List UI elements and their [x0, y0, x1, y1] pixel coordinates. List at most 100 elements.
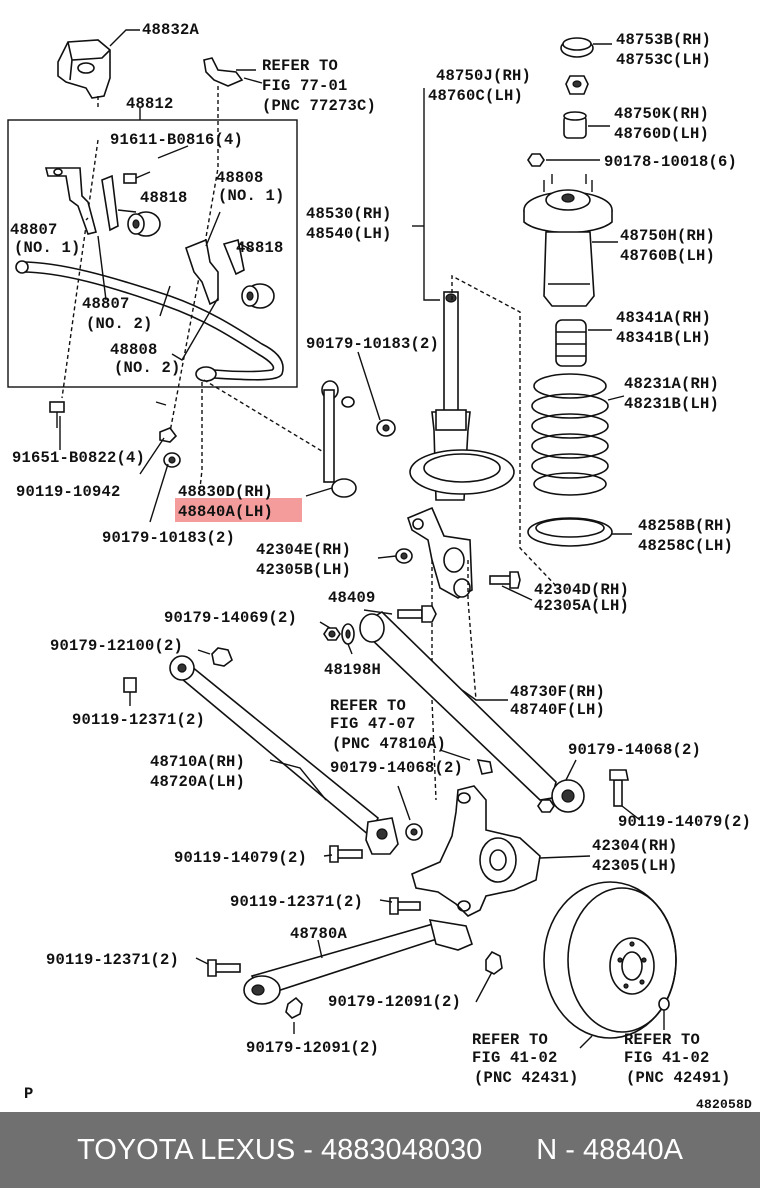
footer-ref: N - 48840A	[536, 1133, 683, 1166]
label-48832A: 48832A	[142, 21, 200, 39]
label-refer-47-line1: REFER TO	[330, 697, 406, 715]
label-48807-no1: 48807	[10, 221, 58, 239]
callout-labels: 48832A 48812 REFER TO FIG 77-01 (PNC 772…	[10, 21, 752, 1112]
label-48258B: 48258B(RH)	[638, 517, 733, 535]
strut-bolts	[319, 548, 533, 655]
stabilizer-group	[7, 29, 298, 523]
label-90119-14079-b: 90119-14079(2)	[618, 813, 751, 831]
label-48818-left: 48818	[140, 189, 188, 207]
label-42305A: 42305A(LH)	[534, 597, 629, 615]
label-90179-10183-upper: 90179-10183(2)	[306, 335, 439, 353]
label-48812: 48812	[126, 95, 174, 113]
label-48409: 48409	[328, 589, 376, 607]
bump-stop-48341A	[555, 319, 612, 367]
label-48760C: 48760C(LH)	[428, 87, 523, 105]
label-diagram-code: 482058D	[696, 1097, 752, 1112]
label-refer-41a-line3: (PNC 42431)	[474, 1069, 579, 1087]
label-90179-14069: 90179-14069(2)	[164, 609, 297, 627]
label-48730F: 48730F(RH)	[510, 683, 605, 701]
stabilizer-link-shape	[203, 351, 396, 498]
label-48198H: 48198H	[324, 661, 381, 679]
label-48818-right: 48818	[236, 239, 284, 257]
label-90119-12371-c: 90119-12371(2)	[46, 951, 179, 969]
label-48808-no2-sub: (NO. 2)	[114, 359, 181, 377]
label-48808-no1: 48808	[216, 169, 264, 187]
label-48258C: 48258C(LH)	[638, 537, 733, 555]
label-90178: 90178-10018(6)	[604, 153, 737, 171]
knuckle-42304	[411, 749, 591, 917]
label-48750K: 48750K(RH)	[614, 105, 709, 123]
label-48760B: 48760B(LH)	[620, 247, 715, 265]
label-90179-12091-a: 90179-12091(2)	[328, 993, 461, 1011]
label-91651: 91651-B0822(4)	[12, 449, 145, 467]
label-refer-41b-line3: (PNC 42491)	[626, 1069, 731, 1087]
label-42304D: 42304D(RH)	[534, 581, 629, 599]
label-90179-14068-a: 90179-14068(2)	[330, 759, 463, 777]
bracket-48832A-shape	[57, 29, 140, 99]
coil-spring-48231A	[531, 373, 625, 496]
label-48760D: 48760D(LH)	[614, 125, 709, 143]
label-refer-41a-line1: REFER TO	[472, 1031, 548, 1049]
label-48808-no2: 48808	[110, 341, 158, 359]
highlight-48840A	[175, 498, 302, 522]
label-48830D: 48830D(RH)	[178, 483, 273, 501]
label-48750J: 48750J(RH)	[436, 67, 531, 85]
bracket-refer77-shape	[203, 57, 256, 87]
label-90119-12371-b: 90119-12371(2)	[230, 893, 363, 911]
bushing-48818-left	[127, 211, 161, 237]
label-refer-47-line3: (PNC 47810A)	[332, 735, 446, 753]
parts-diagram: 48832A 48812 REFER TO FIG 77-01 (PNC 772…	[7, 21, 752, 1112]
label-48807-no2: 48807	[82, 295, 130, 313]
label-90119-10942: 90119-10942	[16, 483, 121, 501]
label-48750H: 48750H(RH)	[620, 227, 715, 245]
strut-assembly-shape	[407, 88, 561, 801]
label-p: P	[24, 1085, 34, 1103]
label-refer-77-line1: REFER TO	[262, 57, 338, 75]
label-90119-14079-a: 90119-14079(2)	[174, 849, 307, 867]
label-refer-77-line3: (PNC 77273C)	[262, 97, 376, 115]
label-48807-no1-sub: (NO. 1)	[14, 239, 81, 257]
label-90179-14068-b: 90179-14068(2)	[568, 741, 701, 759]
upper-mount-parts	[523, 37, 632, 547]
label-48231B: 48231B(LH)	[624, 395, 719, 413]
label-48710A: 48710A(RH)	[150, 753, 245, 771]
label-42305: 42305(LH)	[592, 857, 678, 875]
label-48807-no2-sub: (NO. 2)	[86, 315, 153, 333]
brake-disc	[543, 881, 677, 1049]
footer-part-number: TOYOTA LEXUS - 4883048030	[77, 1133, 483, 1166]
strut-mount-48750H	[523, 174, 618, 307]
label-refer-47-line2: FIG 47-07	[330, 715, 416, 733]
label-48753B: 48753B(RH)	[616, 31, 711, 49]
nut-90179-10183-upper	[376, 419, 396, 437]
label-48540: 48540(LH)	[306, 225, 392, 243]
label-refer-41b-line1: REFER TO	[624, 1031, 700, 1049]
bushing-48818-right	[241, 283, 275, 309]
lateral-arm-48730F	[359, 610, 641, 821]
bolt-91651	[49, 401, 65, 428]
label-refer-41b-line2: FIG 41-02	[624, 1049, 710, 1067]
bolt-91611	[123, 171, 151, 184]
label-90179-12100: 90179-12100(2)	[50, 637, 183, 655]
lower-arm-48710A	[123, 647, 423, 863]
stabilizer-bar-shape	[21, 261, 284, 381]
label-90179-12091-b: 90179-12091(2)	[246, 1039, 379, 1057]
label-48840A: 48840A(LH)	[178, 503, 273, 521]
label-90119-12371-a: 90119-12371(2)	[72, 711, 205, 729]
label-48341B: 48341B(LH)	[616, 329, 711, 347]
footer-bar: TOYOTA LEXUS - 4883048030 N - 48840A	[0, 1112, 760, 1188]
label-48341A: 48341A(RH)	[616, 309, 711, 327]
spring-seat-48258B	[527, 517, 632, 547]
label-48780A: 48780A	[290, 925, 348, 943]
label-refer-41a-line2: FIG 41-02	[472, 1049, 558, 1067]
rear-arm-48780A	[195, 897, 503, 1034]
label-48740F: 48740F(LH)	[510, 701, 605, 719]
label-91611: 91611-B0816(4)	[110, 131, 243, 149]
label-48530: 48530(RH)	[306, 205, 392, 223]
label-48720A: 48720A(LH)	[150, 773, 245, 791]
label-90179-10183-lower: 90179-10183(2)	[102, 529, 235, 547]
nut-90179-10183-lower	[163, 452, 181, 468]
label-42304: 42304(RH)	[592, 837, 678, 855]
label-42305B: 42305B(LH)	[256, 561, 351, 579]
stabilizer-frame	[7, 119, 298, 388]
label-48753C: 48753C(LH)	[616, 51, 711, 69]
